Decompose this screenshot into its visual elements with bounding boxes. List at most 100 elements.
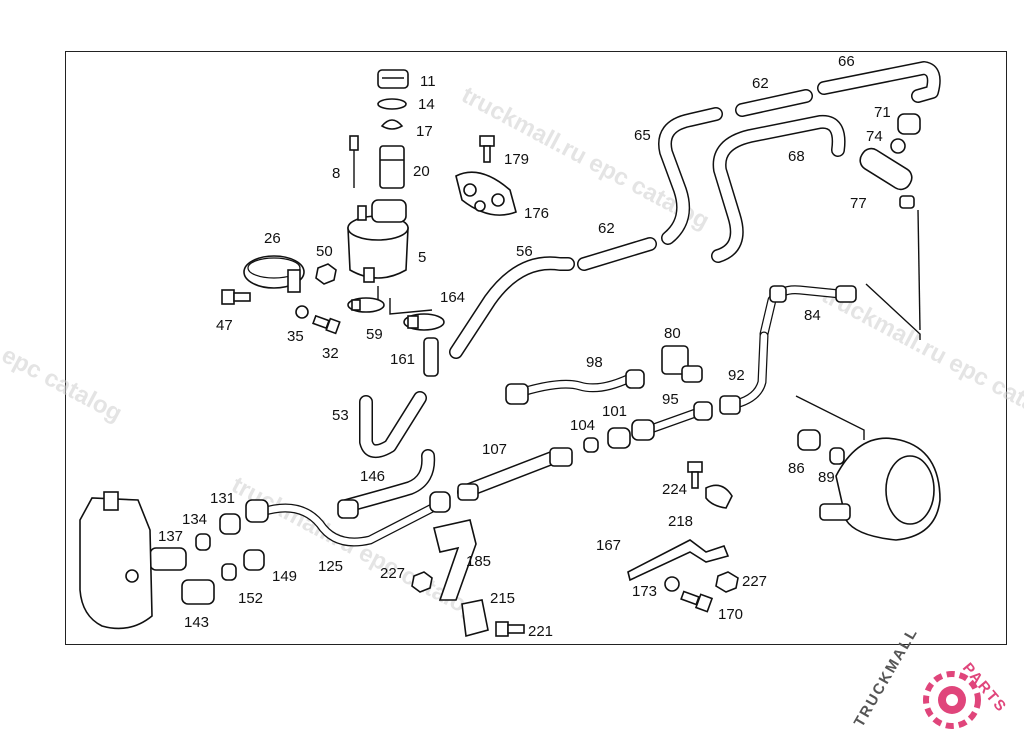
bolt-221 xyxy=(495,621,525,637)
label-65: 65 xyxy=(634,127,651,144)
hose-clip-164 xyxy=(403,313,445,331)
label-125: 125 xyxy=(318,558,343,575)
label-161: 161 xyxy=(390,351,415,368)
label-95: 95 xyxy=(662,391,679,408)
sleeve-161 xyxy=(423,337,439,377)
label-86: 86 xyxy=(788,460,805,477)
label-137: 137 xyxy=(158,528,183,545)
union-nut-86 xyxy=(797,429,821,451)
nut-227-left xyxy=(411,571,433,593)
spring-clip xyxy=(380,119,404,130)
bolt-47 xyxy=(221,289,251,305)
union-nut-101 xyxy=(607,427,631,449)
truckmall-logo: TRUCKMALL PARTS xyxy=(851,624,1011,730)
label-47: 47 xyxy=(216,317,233,334)
seal-152 xyxy=(221,563,237,581)
bolt-224 xyxy=(687,461,703,489)
label-5: 5 xyxy=(418,249,426,266)
union-nut-71 xyxy=(897,113,921,135)
clip-218 xyxy=(705,484,733,509)
label-77: 77 xyxy=(850,195,867,212)
label-170: 170 xyxy=(718,606,743,623)
seal-134 xyxy=(195,533,211,551)
oil-reservoir xyxy=(347,199,409,283)
seal-ring xyxy=(377,98,407,110)
bolt-32 xyxy=(312,314,341,335)
label-14: 14 xyxy=(418,96,435,113)
reservoir-cap xyxy=(377,69,409,89)
adapter-137 xyxy=(149,547,187,571)
seal-104 xyxy=(583,437,599,453)
label-134: 134 xyxy=(182,511,207,528)
nut-227-right xyxy=(715,571,739,593)
adapter-143 xyxy=(181,579,215,605)
label-32: 32 xyxy=(322,345,339,362)
label-68: 68 xyxy=(788,148,805,165)
logo-text-dark: TRUCKMALL xyxy=(851,624,922,730)
label-26: 26 xyxy=(264,230,281,247)
gear-icon xyxy=(923,671,981,729)
label-164: 164 xyxy=(440,289,465,306)
label-104: 104 xyxy=(570,417,595,434)
label-167: 167 xyxy=(596,537,621,554)
label-152: 152 xyxy=(238,590,263,607)
label-92: 92 xyxy=(728,367,745,384)
power-steering-pump xyxy=(819,437,941,541)
label-131: 131 xyxy=(210,490,235,507)
bolt-179 xyxy=(479,135,495,163)
wire-164 xyxy=(389,298,433,315)
label-218: 218 xyxy=(668,513,693,530)
label-50: 50 xyxy=(316,243,333,260)
valve-77 xyxy=(859,147,915,209)
label-173: 173 xyxy=(632,583,657,600)
bracket-185 xyxy=(433,519,477,601)
label-227-left: 227 xyxy=(380,565,405,582)
label-221: 221 xyxy=(528,623,553,640)
seal-74 xyxy=(890,138,906,154)
dipstick xyxy=(349,135,359,188)
label-84: 84 xyxy=(804,307,821,324)
bracket-215 xyxy=(461,599,489,638)
seal-89 xyxy=(829,447,845,465)
label-146: 146 xyxy=(360,468,385,485)
label-98: 98 xyxy=(586,354,603,371)
watermark-4: truckmall.ru epc catalog xyxy=(817,281,1024,434)
pipe-clamp-176 xyxy=(455,171,517,216)
label-215: 215 xyxy=(490,590,515,607)
label-74: 74 xyxy=(866,128,883,145)
label-89: 89 xyxy=(818,469,835,486)
label-17: 17 xyxy=(416,123,433,140)
label-101: 101 xyxy=(602,403,627,420)
label-56: 56 xyxy=(516,243,533,260)
label-35: 35 xyxy=(287,328,304,345)
label-80: 80 xyxy=(664,325,681,342)
leader-77 xyxy=(917,209,921,331)
label-224: 224 xyxy=(662,481,687,498)
label-59: 59 xyxy=(366,326,383,343)
washer-173 xyxy=(664,576,680,592)
filter-element xyxy=(379,145,405,189)
label-179: 179 xyxy=(504,151,529,168)
bracket-167 xyxy=(627,539,730,582)
label-176: 176 xyxy=(524,205,549,222)
mounting-clamp xyxy=(243,255,305,293)
label-11: 11 xyxy=(420,73,436,90)
angle-fitting-80 xyxy=(661,345,703,383)
seal-149 xyxy=(243,549,265,571)
label-185: 185 xyxy=(466,553,491,570)
label-143: 143 xyxy=(184,614,209,631)
label-62-upper: 62 xyxy=(752,75,769,92)
label-8: 8 xyxy=(332,165,340,182)
label-71: 71 xyxy=(874,104,891,121)
steering-gear-box xyxy=(79,491,153,630)
hose-clip-59 xyxy=(347,297,385,313)
label-227-right: 227 xyxy=(742,573,767,590)
label-66: 66 xyxy=(838,53,855,70)
label-107: 107 xyxy=(482,441,507,458)
label-20: 20 xyxy=(413,163,430,180)
label-149: 149 xyxy=(272,568,297,585)
label-53: 53 xyxy=(332,407,349,424)
diagram-frame xyxy=(65,51,1007,645)
union-nut-131 xyxy=(219,513,241,535)
